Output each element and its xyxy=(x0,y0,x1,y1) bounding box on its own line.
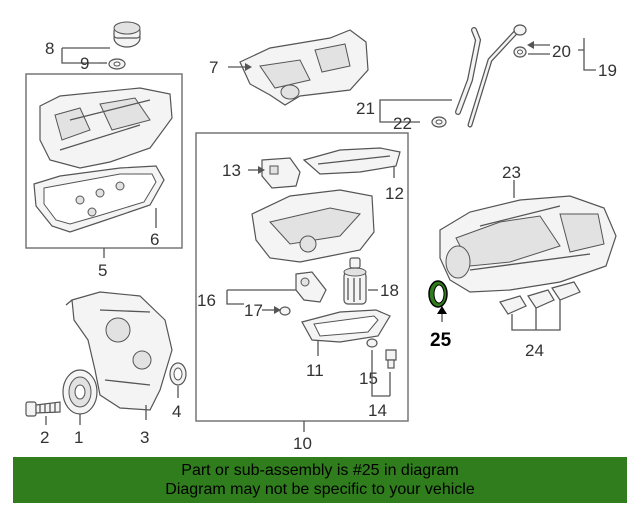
upper-oil-pan[interactable] xyxy=(251,189,375,263)
info-banner: Part or sub-assembly is #25 in diagram D… xyxy=(13,457,627,503)
callout-15: 15 xyxy=(359,369,378,388)
callout-23: 23 xyxy=(502,163,521,182)
valve-cover[interactable] xyxy=(39,87,173,169)
callout-8: 8 xyxy=(45,39,54,58)
callout-9: 9 xyxy=(80,54,89,73)
oil-filler-seal[interactable] xyxy=(108,58,126,70)
crankshaft-bolt[interactable] xyxy=(25,401,61,417)
callout-2: 2 xyxy=(40,428,49,447)
callout-18: 18 xyxy=(380,281,399,300)
callout-13: 13 xyxy=(222,161,241,180)
seal-17[interactable] xyxy=(279,306,291,316)
intake-gasket-right[interactable] xyxy=(551,281,581,301)
callout-3: 3 xyxy=(140,428,149,447)
group-box-10 xyxy=(195,132,409,422)
bracket-13[interactable] xyxy=(261,157,301,189)
callout-4: 4 xyxy=(172,402,181,421)
callout-20: 20 xyxy=(552,42,571,61)
callout-25-highlighted: 25 xyxy=(430,330,452,351)
callout-19: 19 xyxy=(598,61,617,80)
timing-cover[interactable] xyxy=(71,291,173,411)
lower-oil-pan[interactable] xyxy=(301,309,391,343)
oil-pressure-part-16[interactable] xyxy=(295,271,327,303)
callout-21: 21 xyxy=(356,99,375,118)
parts-diagram: 8 9 6 5 3 1 2 xyxy=(25,21,617,453)
callout-7: 7 xyxy=(209,58,218,77)
callout-6: 6 xyxy=(150,230,159,249)
banner-line-1: Part or sub-assembly is #25 in diagram xyxy=(181,462,459,479)
oil-dipstick[interactable] xyxy=(467,24,527,128)
callout-5: 5 xyxy=(98,261,107,280)
throttle-body-seal[interactable] xyxy=(428,280,448,308)
valve-cover-gasket[interactable] xyxy=(33,165,165,233)
oil-dipstick-tube[interactable] xyxy=(455,27,482,115)
callout-24: 24 xyxy=(525,341,544,360)
dipstick-seal-20[interactable] xyxy=(513,46,527,58)
leader-8-9 xyxy=(61,47,110,64)
oil-filler-cap[interactable] xyxy=(113,21,141,48)
front-crank-seal[interactable] xyxy=(169,362,187,386)
banner-line-2: Diagram may not be specific to your vehi… xyxy=(165,481,475,498)
callout-10: 10 xyxy=(293,434,312,453)
intake-gasket-left[interactable] xyxy=(499,295,527,315)
crankshaft-pulley[interactable] xyxy=(62,369,98,415)
drain-plug-washer[interactable] xyxy=(366,338,378,348)
callout-17: 17 xyxy=(244,301,263,320)
callout-16: 16 xyxy=(197,291,216,310)
oil-filter[interactable] xyxy=(343,257,367,305)
callout-1: 1 xyxy=(74,428,83,447)
dipstick-tube-seal[interactable] xyxy=(431,116,447,128)
intake-manifold[interactable] xyxy=(439,195,617,293)
intake-gasket-middle[interactable] xyxy=(527,289,555,309)
oil-baffle-12[interactable] xyxy=(302,147,401,175)
cylinder-head-cover[interactable] xyxy=(239,29,369,106)
callout-22: 22 xyxy=(393,114,412,133)
callout-11: 11 xyxy=(306,361,324,380)
callout-12: 12 xyxy=(385,184,404,203)
drain-plug[interactable] xyxy=(385,349,397,369)
callout-14: 14 xyxy=(368,401,387,420)
